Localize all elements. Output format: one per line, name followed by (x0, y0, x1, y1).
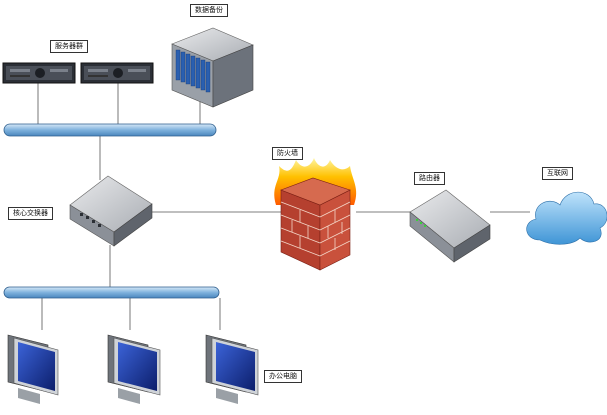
server-icon (2, 62, 76, 84)
server-bus (3, 123, 217, 137)
switch-icon (69, 175, 153, 247)
office-pc-label: 办公电脑 (264, 370, 302, 383)
server-group-label: 服务器群 (50, 40, 88, 53)
firewall-icon (274, 158, 357, 271)
firewall-label: 防火墙 (272, 147, 303, 160)
internet-label: 互联网 (542, 167, 573, 180)
storage-array-icon (171, 27, 254, 108)
router-icon (409, 189, 491, 263)
cloud-icon (526, 191, 607, 245)
core-switch-label: 核心交换器 (8, 207, 53, 220)
monitor-icon (7, 334, 59, 404)
monitor-icon (107, 334, 161, 404)
data-backup-label: 数据备份 (190, 4, 228, 17)
server-icon (80, 62, 154, 84)
office-bus (3, 286, 220, 299)
router-label: 路由器 (414, 172, 445, 185)
monitor-icon (205, 334, 259, 404)
